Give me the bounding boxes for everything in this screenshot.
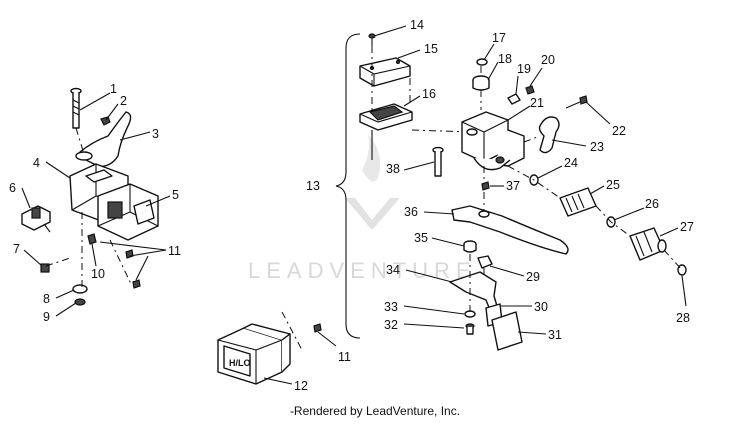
callout-25: 25	[606, 178, 620, 192]
callout-35: 35	[414, 231, 428, 245]
callout-31: 31	[548, 328, 562, 342]
part-3-lever	[79, 111, 132, 167]
callout-29: 29	[526, 270, 540, 284]
callout-10: 10	[91, 267, 105, 281]
group-bracket-13	[335, 33, 361, 339]
callout-11-a: 11	[168, 244, 181, 258]
part-10-pin	[87, 233, 97, 245]
callout-30: 30	[534, 300, 548, 314]
callout-16: 16	[422, 87, 436, 101]
callout-17: 17	[492, 31, 506, 45]
callout-36: 36	[404, 205, 418, 219]
callout-7: 7	[13, 242, 20, 256]
part-9-nut	[74, 298, 86, 306]
callout-33: 33	[384, 300, 398, 314]
callout-27: 27	[680, 220, 694, 234]
switch-face-text: H/LO	[229, 358, 251, 368]
left-switch-assembly	[21, 87, 159, 306]
callout-15: 15	[424, 42, 438, 56]
callout-18: 18	[498, 52, 512, 66]
part-19-bleeder	[507, 93, 521, 105]
callout-4: 4	[33, 156, 40, 170]
watermark-text: LEADVENTURE	[248, 258, 477, 283]
part-16-gasket	[359, 103, 413, 131]
part-29-nut	[477, 255, 493, 269]
part-38-bolt	[432, 146, 444, 177]
credit-text: -Rendered by LeadVenture, Inc.	[289, 404, 461, 418]
callout-1: 1	[110, 82, 117, 96]
part-12-hilo-switch: H/LO	[217, 311, 322, 385]
callout-26: 26	[645, 197, 659, 211]
part-31-plate	[491, 311, 523, 351]
part-2-clip	[100, 116, 111, 126]
watermark: LEADVENTURE	[248, 135, 477, 283]
callout-6: 6	[9, 181, 16, 195]
part-25-piston	[559, 187, 597, 217]
part-22-screw	[565, 95, 588, 109]
part-20-cap	[525, 85, 535, 95]
callout-2: 2	[120, 94, 127, 108]
callout-labels: 1 2 3 4 5 6 7 8 9 10 11 11 12 13 14 15 1…	[9, 18, 694, 393]
leader-lines	[21, 25, 687, 385]
part-8-washer	[72, 284, 88, 294]
part-11-screw-b	[132, 279, 141, 289]
callout-3: 3	[152, 127, 159, 141]
callout-28: 28	[676, 311, 690, 325]
part-5-switch-module	[97, 183, 159, 241]
callout-19: 19	[517, 62, 531, 76]
callout-32: 32	[384, 318, 398, 332]
callout-34: 34	[386, 263, 400, 277]
callout-37: 37	[506, 179, 520, 193]
callout-12: 12	[294, 379, 308, 393]
part-7-nut	[40, 263, 50, 273]
part-18-reservoir-cap	[472, 75, 490, 91]
part-6-clamp	[21, 205, 51, 233]
part-36-brake-lever	[451, 205, 569, 255]
right-brake-assembly: 1 2 3 4 5 6 7 8 9 10 11 11 12 13 14 15 1…	[9, 18, 694, 393]
part-32-screw	[465, 323, 475, 335]
callout-20: 20	[541, 53, 555, 67]
callout-38: 38	[386, 162, 400, 176]
callout-9: 9	[43, 310, 50, 324]
part-23-clamp	[538, 116, 560, 154]
part-1-bolt	[70, 87, 82, 129]
callout-24: 24	[564, 156, 578, 170]
part-35-spacer	[463, 240, 477, 253]
part-37-pin	[481, 181, 490, 191]
callout-21: 21	[530, 96, 544, 110]
part-11-screw-a	[125, 249, 134, 259]
part-21-master-cylinder	[461, 111, 525, 171]
callout-13: 13	[306, 179, 320, 193]
callout-14: 14	[410, 18, 424, 32]
part-17-cap	[476, 58, 488, 66]
callout-5: 5	[172, 188, 179, 202]
callout-22: 22	[612, 124, 626, 138]
callout-23: 23	[590, 140, 604, 154]
part-27-fitting	[629, 227, 667, 261]
callout-8: 8	[43, 292, 50, 306]
callout-11-b: 11	[338, 350, 351, 364]
